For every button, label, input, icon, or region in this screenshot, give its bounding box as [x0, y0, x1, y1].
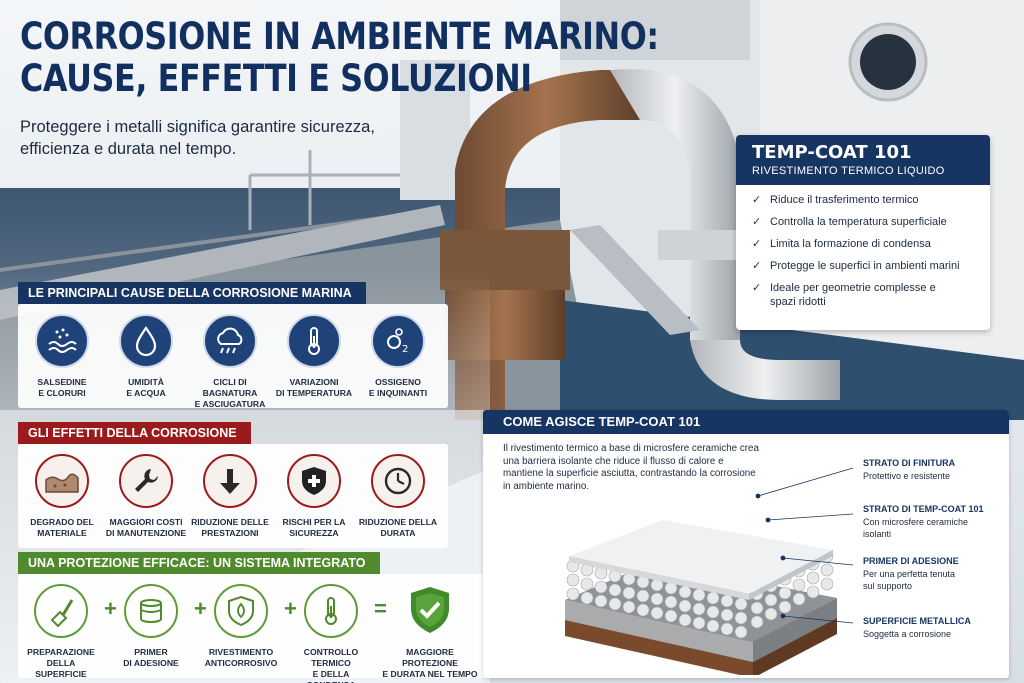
- layer-tempcoat-desc-2: isolanti: [863, 529, 892, 539]
- how-description: Il rivestimento termico a base di micros…: [503, 443, 759, 492]
- how-it-works-panel: COME AGISCE TEMP-COAT 101 Il rivestiment…: [483, 410, 1009, 678]
- sea-salt-icon: [48, 328, 77, 353]
- water-drop-icon: [135, 326, 157, 357]
- check-icon: ✓: [752, 216, 762, 228]
- system-heading: UNA PROTEZIONE EFFICACE: UN SISTEMA INTE…: [18, 552, 380, 574]
- svg-text:2: 2: [402, 344, 408, 355]
- benefit-item: ✓Limita la formazione di condensa: [752, 238, 931, 250]
- benefit-item: ✓Protegge le superfici in ambienti marin…: [752, 260, 960, 272]
- check-icon: ✓: [752, 238, 762, 250]
- layer-tempcoat-desc: Con microsfere ceramiche: [863, 517, 969, 527]
- page-title: CORROSIONE IN AMBIENTE MARINO: CAUSE, EF…: [20, 16, 659, 100]
- shield-plus-icon: [302, 467, 326, 495]
- oxygen-icon: 2: [387, 328, 408, 355]
- leader-lines: [755, 467, 854, 624]
- primer-can-icon: [140, 599, 162, 623]
- clock-icon: [384, 467, 412, 495]
- how-heading: COME AGISCE TEMP-COAT 101: [483, 410, 1009, 434]
- plus-sign: +: [284, 596, 297, 621]
- equals-sign: =: [374, 596, 387, 621]
- material-degradation-icon: [45, 473, 79, 493]
- layer-metal-desc: Soggetta a corrosione: [863, 629, 952, 639]
- thermometer-icon: [325, 597, 337, 625]
- rain-cloud-icon: [217, 327, 243, 354]
- check-icon: ✓: [752, 260, 762, 272]
- scraper-icon: [50, 599, 74, 628]
- shield-leaf-icon: [228, 595, 254, 627]
- benefit-item: ✓Riduce il trasferimento termico: [752, 194, 919, 206]
- page-subtitle: Proteggere i metalli significa garantire…: [20, 118, 375, 158]
- causes-panel: LE PRINCIPALI CAUSE DELLA CORROSIONE MAR…: [18, 282, 448, 410]
- layer-metal-title: SUPERFICIE METALLICA: [863, 616, 971, 626]
- layer-primer-desc: Per una perfetta tenuta: [863, 569, 956, 579]
- effects-heading: GLI EFFETTI DELLA CORROSIONE: [18, 422, 251, 444]
- effects-panel: GLI EFFETTI DELLA CORROSIONE DEGRADO DEL…: [18, 422, 448, 548]
- benefit-item: ✓Controlla la temperatura superficiale: [752, 216, 947, 228]
- layer-finish-desc: Protettivo e resistente: [863, 471, 951, 481]
- check-icon: ✓: [752, 282, 762, 294]
- check-icon: ✓: [752, 194, 762, 206]
- product-subtitle: RIVESTIMENTO TERMICO LIQUIDO: [752, 165, 945, 177]
- wrench-icon: [135, 469, 158, 492]
- system-panel: UNA PROTEZIONE EFFICACE: UN SISTEMA INTE…: [18, 552, 488, 683]
- causes-heading: LE PRINCIPALI CAUSE DELLA CORROSIONE MAR…: [18, 282, 366, 304]
- benefit-list: ✓Riduce il trasferimento termico ✓Contro…: [736, 185, 990, 309]
- thermometer-icon: [308, 327, 320, 355]
- plus-sign: +: [194, 596, 207, 621]
- layer-primer-title: PRIMER DI ADESIONE: [863, 556, 959, 566]
- product-card: TEMP-COAT 101 RIVESTIMENTO TERMICO LIQUI…: [736, 135, 990, 330]
- shield-check-icon: [411, 587, 449, 633]
- layer-primer-desc-2: sul supporto: [863, 581, 913, 591]
- product-card-header: TEMP-COAT 101 RIVESTIMENTO TERMICO LIQUI…: [736, 135, 990, 185]
- plus-sign: +: [104, 596, 117, 621]
- layer-tempcoat-title: STRATO DI TEMP-COAT 101: [863, 504, 984, 514]
- title-line-1: CORROSIONE IN AMBIENTE MARINO:: [20, 15, 659, 58]
- product-name: TEMP-COAT 101: [752, 142, 912, 163]
- layer-finish-title: STRATO DI FINITURA: [863, 458, 956, 468]
- layer-cross-section: [565, 520, 837, 675]
- title-line-2: CAUSE, EFFETTI E SOLUZIONI: [20, 57, 532, 100]
- benefit-item: ✓Ideale per geometrie complesse e spazi …: [752, 282, 936, 308]
- arrow-down-icon: [220, 469, 240, 494]
